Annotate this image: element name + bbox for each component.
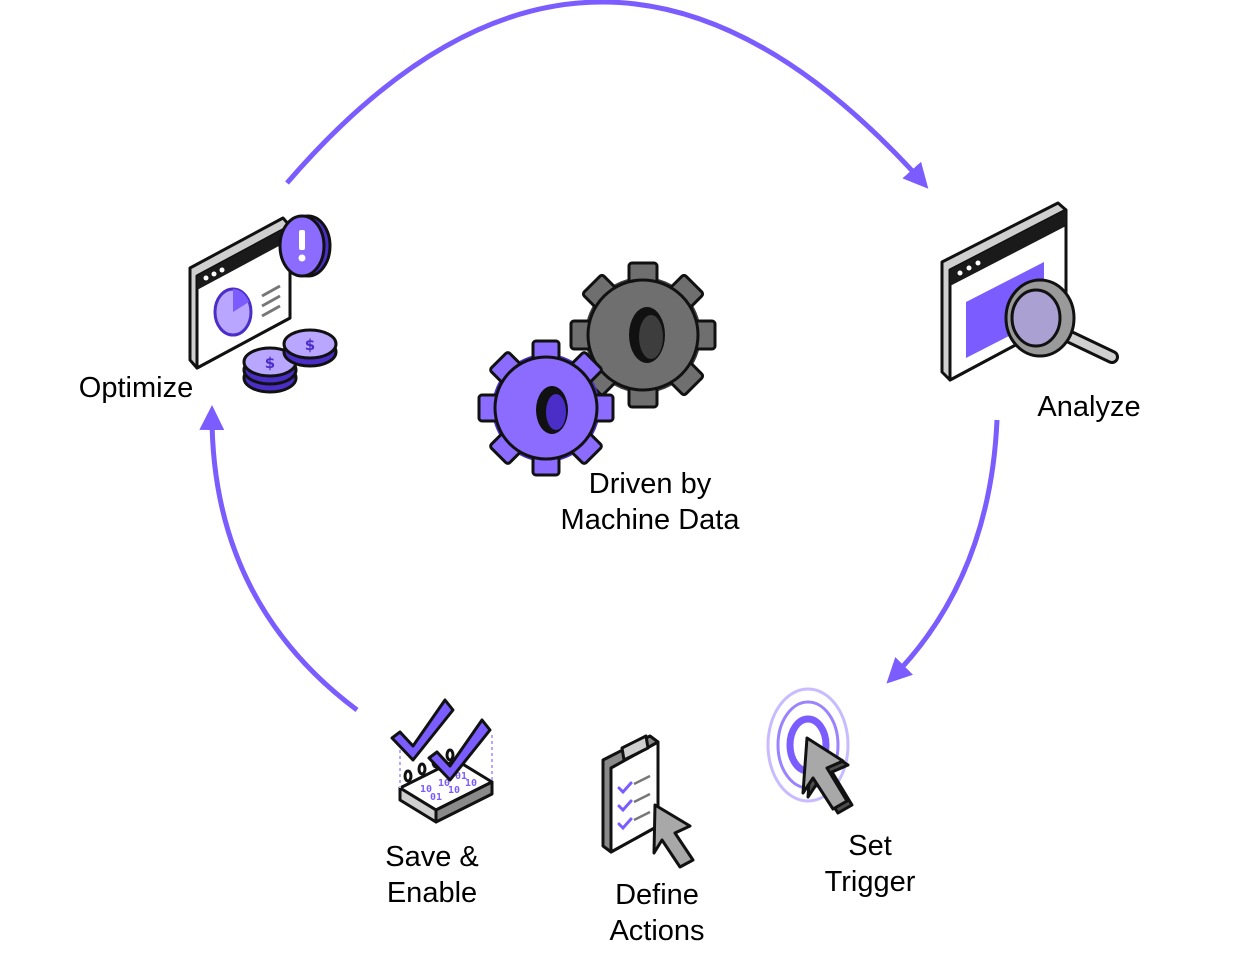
stage-label-analyze: Analyze — [1037, 391, 1141, 423]
define-actions-line1: Define — [615, 879, 699, 911]
stage-label-define-actions: Define Actions — [587, 877, 727, 949]
stage-label-optimize: Optimize — [78, 372, 194, 404]
svg-text:10: 10 — [448, 785, 460, 796]
arrow-optimize-to-analyze — [285, 0, 929, 189]
svg-text:$: $ — [305, 336, 315, 354]
dashboard-coins-icon: $ $ — [188, 214, 338, 394]
svg-text:01: 01 — [455, 771, 467, 782]
svg-text:$: $ — [265, 354, 275, 372]
svg-text:10: 10 — [438, 778, 450, 789]
set-trigger-line2: Trigger — [824, 866, 916, 898]
set-trigger-line1: Set — [848, 830, 892, 862]
svg-text:10: 10 — [465, 778, 477, 789]
arrow-analyze-to-trigger — [886, 419, 1000, 684]
magnifier-window-icon — [940, 201, 1119, 382]
arrow-save-to-optimize — [199, 405, 359, 713]
stage-label-set-trigger: Set Trigger — [800, 828, 940, 900]
svg-text:10: 10 — [420, 784, 432, 795]
center-label: Driven by Machine Data — [530, 466, 770, 538]
save-enable-line1: Save & — [385, 841, 479, 873]
stage-label-save-enable: Save & Enable — [362, 839, 502, 911]
center-label-line1: Driven by — [588, 468, 712, 500]
save-enable-line2: Enable — [386, 877, 478, 909]
target-cursor-icon — [766, 687, 854, 815]
define-actions-line2: Actions — [609, 915, 705, 947]
clipboard-cursor-icon — [601, 734, 695, 869]
center-label-line2: Machine Data — [560, 504, 740, 536]
gears-icon — [477, 261, 717, 477]
svg-text:01: 01 — [430, 792, 442, 803]
